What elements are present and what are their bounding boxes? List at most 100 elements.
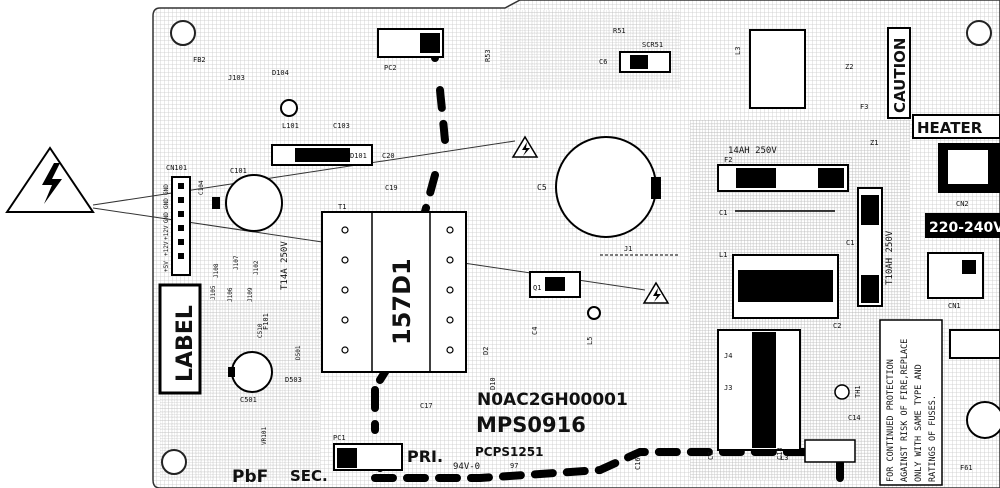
voltage-text: 220-240V xyxy=(929,220,1000,236)
c4-label: C4 xyxy=(531,327,539,335)
capacitor-c13 xyxy=(804,439,856,463)
pc1-label: PC1 xyxy=(333,434,346,442)
c101-label: C101 xyxy=(230,167,247,175)
caution-box xyxy=(887,27,911,119)
secondary-side: SEC. xyxy=(290,467,328,485)
model-number: MPS0916 xyxy=(476,413,586,437)
fuse-warning-box xyxy=(879,319,943,486)
capacitor-c5 xyxy=(555,136,657,238)
inductor-l101 xyxy=(280,99,298,117)
fuse-f61 xyxy=(949,329,1000,359)
j108-label: J108 xyxy=(213,263,220,278)
inductor-l3-top xyxy=(749,29,806,109)
cn1-label: CN1 xyxy=(948,302,961,310)
c13-label: C13 xyxy=(776,447,784,460)
pbf-mark: PbF xyxy=(232,467,268,487)
c1-label: C1 xyxy=(719,209,727,217)
c5-label: C5 xyxy=(537,183,547,192)
lightning-bolt xyxy=(42,163,62,204)
thermistor-th1 xyxy=(834,384,850,400)
th1-label: TH1 xyxy=(854,385,862,398)
pin-label: +12V xyxy=(163,241,170,256)
c17-label: C17 xyxy=(420,402,433,410)
j1-label: J1 xyxy=(624,245,632,253)
d101-label: D101 xyxy=(350,152,367,160)
c2-label: C2 xyxy=(833,322,841,330)
j105-label: J105 xyxy=(210,285,217,300)
connector-cn1 xyxy=(927,252,984,299)
c103-label: C103 xyxy=(333,122,350,130)
cn2-label: CN2 xyxy=(956,200,969,208)
pin-label: GND xyxy=(163,184,170,195)
d503-label: D503 xyxy=(285,376,302,384)
label-box xyxy=(158,283,202,395)
c20-label: C20 xyxy=(382,152,395,160)
primary-side: PRI. xyxy=(407,447,443,466)
fuse-warning-line: AGAINST RISK OF FIRE,REPLACE xyxy=(900,339,910,482)
j106-label: J106 xyxy=(227,287,234,302)
pin-label: +5V xyxy=(163,261,170,272)
c501-label: C501 xyxy=(240,396,257,404)
fuse-warning-text: FOR CONTINUED PROTECTION AGAINST RISK OF… xyxy=(886,339,938,482)
f101-rating: T14A 250V xyxy=(280,241,290,290)
j107-label: J107 xyxy=(233,255,240,270)
f61-label: F61 xyxy=(960,464,973,472)
f3-label: F3 xyxy=(860,103,868,111)
f3-rating: T10AH 250V xyxy=(885,230,895,285)
fb2-label: FB2 xyxy=(193,56,206,64)
d501-label: D501 xyxy=(295,345,302,360)
z1-label: Z1 xyxy=(870,139,878,147)
cn101-pin-labels: GND GND GND +12V +12V +5V xyxy=(163,184,170,272)
l3-label-bottom: L3 xyxy=(780,454,788,462)
r53-label: R53 xyxy=(484,49,492,62)
heater-box xyxy=(912,114,1000,139)
caution-text: CAUTION xyxy=(891,38,909,113)
j103-label: J103 xyxy=(228,74,245,82)
c7-label: C7 xyxy=(707,452,715,460)
pin-label: GND xyxy=(163,212,170,223)
mounting-hole xyxy=(170,20,196,46)
voltage-box xyxy=(925,213,1000,238)
fuse-warning-line: FOR CONTINUED PROTECTION xyxy=(886,359,896,482)
f2-rating: 14AH 250V xyxy=(728,146,777,156)
transformer-label: 157D1 xyxy=(388,258,416,345)
d10-label: D10 xyxy=(489,377,497,390)
c19-label: C19 xyxy=(385,184,398,192)
j4-label: J4 xyxy=(724,352,732,360)
capacitor-c501 xyxy=(231,351,273,393)
c16-label: C16 xyxy=(634,457,642,470)
f101-label: F101 xyxy=(262,313,270,330)
r51-label: R51 xyxy=(613,27,626,35)
transformer-pins xyxy=(341,226,454,354)
copper-area-top xyxy=(500,10,680,90)
part-number: N0AC2GH00001 xyxy=(477,390,628,410)
j102-label: J102 xyxy=(253,260,260,275)
pin-label: GND xyxy=(163,198,170,209)
cn101-label: CN101 xyxy=(166,164,187,172)
pcb-code: PCPS1251 xyxy=(475,445,543,459)
pc2-label: PC2 xyxy=(384,64,397,72)
fuse-warning-line: ONLY WITH SAME TYPE AND xyxy=(914,364,924,482)
ul-rating: 94V-0 xyxy=(453,462,480,472)
c1-label-vert: C1 xyxy=(846,239,854,247)
heater-text: HEATER xyxy=(917,119,983,137)
fuse-warning-line: RATINGS OF FUSES. xyxy=(928,395,938,482)
pin-label: +12V xyxy=(163,225,170,240)
l1-label: L1 xyxy=(719,251,727,259)
c14-label: C14 xyxy=(848,414,861,422)
inductor-l5 xyxy=(587,306,601,320)
j3-label: J3 xyxy=(724,384,732,392)
small-bolt xyxy=(522,142,530,156)
vr101-label: VR101 xyxy=(261,427,268,445)
mounting-hole xyxy=(161,449,187,475)
l5-label: L5 xyxy=(586,337,594,345)
callout-line xyxy=(92,140,516,206)
f2-label: F2 xyxy=(724,156,732,164)
j109-label: J109 xyxy=(247,287,254,302)
cn101-pins xyxy=(178,183,184,259)
fuse-f61-holder xyxy=(966,401,1000,439)
label-box-text: LABEL xyxy=(173,305,198,382)
small-bolt xyxy=(653,288,661,302)
l101-label: L101 xyxy=(282,122,299,130)
